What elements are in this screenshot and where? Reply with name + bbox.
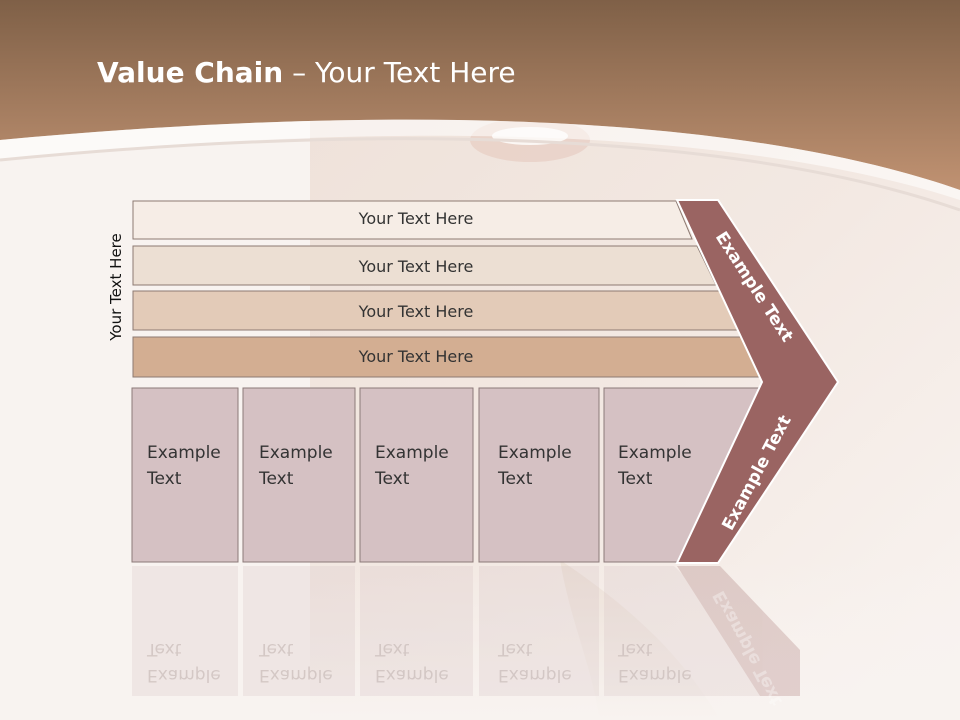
box-4-reflection-line2: Text <box>498 639 533 659</box>
box-2-reflection-line1: Example <box>259 665 333 685</box>
box-4-line2: Text <box>498 469 533 489</box>
box-4-label: Example Text <box>498 440 572 492</box>
box-1-line1: Example <box>147 443 221 463</box>
box-4-shape <box>478 387 600 563</box>
box-1-reflection-line1: Example <box>147 665 221 685</box>
header-band <box>0 0 960 190</box>
box-4-line1: Example <box>498 443 572 463</box>
box-4-reflection: Example Text <box>498 636 572 688</box>
box-3-shape <box>359 387 474 563</box>
box-5-reflection-line2: Text <box>618 639 653 659</box>
box-1-reflection: Example Text <box>147 636 221 688</box>
box-2-label: Example Text <box>259 440 333 492</box>
box-3-reflection-line2: Text <box>375 639 410 659</box>
title-bold: Value Chain <box>97 56 284 89</box>
box-3-reflection: Example Text <box>375 636 449 688</box>
box-2-reflection: Example Text <box>259 636 333 688</box>
box-5-reflection: Example Text <box>618 636 692 688</box>
box-5-line1: Example <box>618 443 692 463</box>
box-5-label: Example Text <box>618 440 692 492</box>
bar-2-label: Your Text Here <box>358 257 474 276</box>
bar-3-label: Your Text Here <box>358 302 474 321</box>
title-rest: – Your Text Here <box>283 56 516 89</box>
box-4-reflection-line1: Example <box>498 665 572 685</box>
box-1-reflection-line2: Text <box>147 639 182 659</box>
box-1-line2: Text <box>147 469 182 489</box>
reflection <box>132 566 800 696</box>
box-3-label: Example Text <box>375 440 449 492</box>
box-1-label: Example Text <box>147 440 221 492</box>
box-2-shape <box>242 387 356 563</box>
box-3-line1: Example <box>375 443 449 463</box>
box-5-line2: Text <box>618 469 653 489</box>
box-1-shape <box>131 387 239 563</box>
box-2-line2: Text <box>259 469 294 489</box>
box-2-reflection-line2: Text <box>259 639 294 659</box>
box-2-line1: Example <box>259 443 333 463</box>
box-5-reflection-line1: Example <box>618 665 692 685</box>
bar-1-shape <box>132 200 693 240</box>
slide-title: Value Chain – Your Text Here <box>97 56 516 89</box>
bar-1-label: Your Text Here <box>358 209 474 228</box>
bar-4-label: Your Text Here <box>358 347 474 366</box>
box-3-line2: Text <box>375 469 410 489</box>
chevron-shape <box>675 199 840 564</box>
box-3-reflection-line1: Example <box>375 665 449 685</box>
